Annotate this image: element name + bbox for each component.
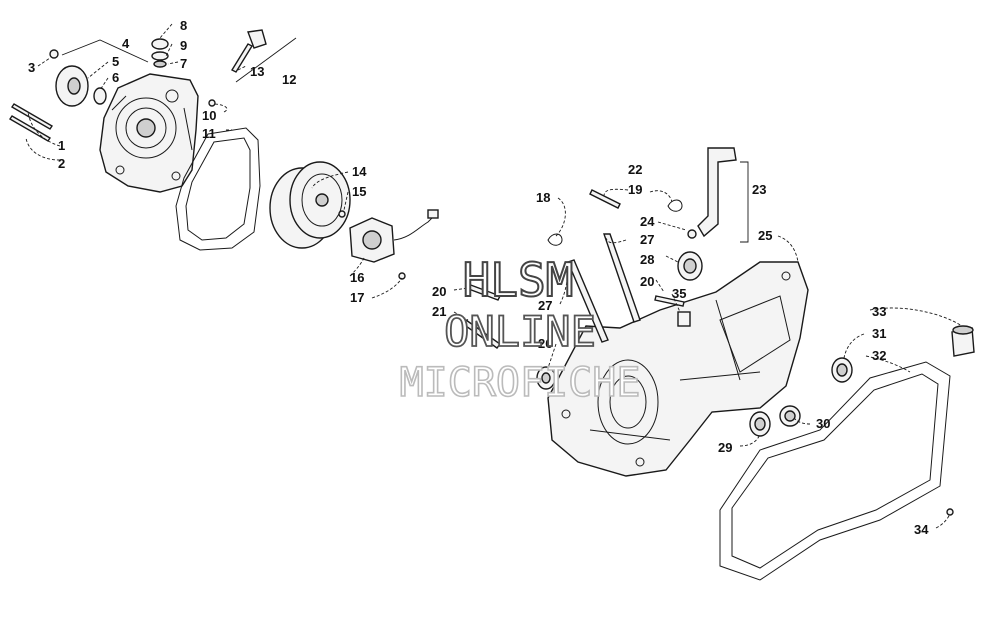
callout-9: 9 — [180, 38, 187, 53]
callout-22: 22 — [628, 162, 642, 177]
callout-14: 14 — [352, 164, 367, 179]
stud — [603, 233, 641, 323]
oil-seal — [831, 357, 853, 383]
callout-16: 16 — [350, 270, 364, 285]
callout-1: 1 — [58, 138, 65, 153]
callout-31: 31 — [872, 326, 886, 341]
callout-12: 12 — [282, 72, 296, 87]
callout-10: 10 — [202, 108, 216, 123]
crankcase — [547, 261, 809, 477]
screw — [398, 272, 406, 280]
crankcase-cover — [99, 73, 199, 193]
callout-7: 7 — [180, 56, 187, 71]
bolt — [462, 319, 501, 349]
callout-23: 23 — [752, 182, 766, 197]
callout-11: 11 — [202, 126, 216, 141]
callout-8: 8 — [180, 18, 187, 33]
callout-15: 15 — [352, 184, 366, 199]
callout-6: 6 — [112, 70, 119, 85]
dowel-pin — [208, 99, 216, 107]
watermark-line-1: HLSM — [463, 253, 574, 307]
plug — [677, 311, 691, 327]
breather-hose — [697, 147, 737, 238]
watermark-line-2: ONLINE — [444, 307, 596, 356]
watermark-line-3: MICROFICHE — [400, 360, 641, 406]
callout-35: 35 — [672, 286, 686, 301]
callout-25: 25 — [758, 228, 772, 243]
cover-gasket — [175, 127, 261, 251]
bolt — [465, 283, 501, 301]
callout-labels: 1 2 3 4 5 6 7 8 9 10 11 12 13 14 15 16 1… — [28, 18, 929, 537]
callout-5: 5 — [112, 54, 119, 69]
crankcase-gasket — [719, 361, 951, 581]
callout-4: 4 — [122, 36, 130, 51]
stator — [349, 209, 439, 263]
screw — [946, 508, 954, 516]
callout-27b: 27 — [538, 298, 552, 313]
callout-13: 13 — [250, 64, 264, 79]
callout-33: 33 — [872, 304, 886, 319]
screw — [338, 210, 346, 218]
bearing-30 — [779, 405, 801, 427]
callout-28: 28 — [640, 252, 654, 267]
callout-30: 30 — [816, 416, 830, 431]
fitting — [687, 229, 697, 239]
bolt — [589, 189, 621, 209]
hose-clamp — [547, 233, 563, 246]
stud — [567, 259, 609, 343]
callout-34: 34 — [914, 522, 929, 537]
dipstick — [231, 29, 267, 73]
callout-18: 18 — [536, 190, 550, 205]
callout-27a: 27 — [640, 232, 654, 247]
callout-21: 21 — [432, 304, 446, 319]
callout-19: 19 — [628, 182, 642, 197]
bushing — [951, 325, 975, 357]
callout-3: 3 — [28, 60, 35, 75]
callout-20b: 20 — [640, 274, 654, 289]
screw — [49, 49, 59, 59]
callout-24: 24 — [640, 214, 655, 229]
seal — [536, 366, 556, 390]
callout-17: 17 — [350, 290, 364, 305]
callout-29: 29 — [718, 440, 732, 455]
long-bolts — [9, 103, 53, 142]
callout-2: 2 — [58, 156, 65, 171]
flywheel — [269, 161, 351, 249]
callout-26: 26 — [538, 336, 552, 351]
drain-plug — [151, 38, 169, 68]
o-ring — [93, 87, 107, 105]
callout-20a: 20 — [432, 284, 446, 299]
watermark: HLSM ONLINE MICROFICHE — [399, 252, 641, 407]
bearing-28 — [677, 251, 703, 281]
leader-lines — [25, 23, 963, 529]
bearing-29 — [749, 411, 771, 437]
hose-clamp — [667, 199, 683, 212]
cover-cap — [55, 65, 89, 107]
callout-32: 32 — [872, 348, 886, 363]
